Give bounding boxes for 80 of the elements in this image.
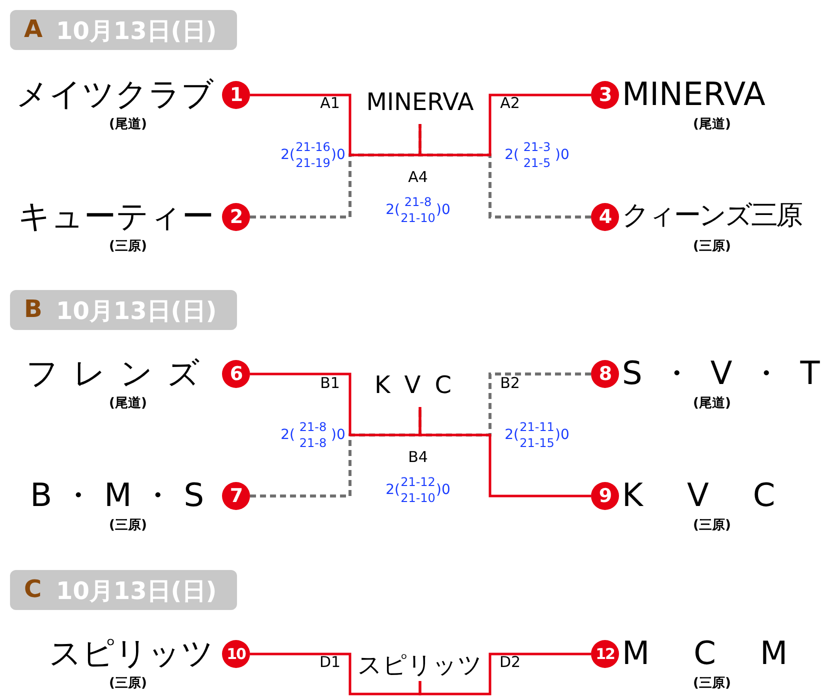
seed-number-badge: 6 bbox=[222, 360, 250, 388]
winner-name: MINERVA bbox=[366, 88, 474, 116]
bracket-line bbox=[250, 94, 422, 156]
score-text: )0 bbox=[331, 426, 346, 444]
score-text: 21-3 bbox=[523, 140, 551, 154]
location-label: (三原) bbox=[109, 675, 147, 692]
seed-number-badge: 10 bbox=[222, 640, 250, 668]
location-label: (三原) bbox=[693, 238, 731, 255]
section-letter: B bbox=[24, 295, 42, 323]
location-label: (尾道) bbox=[693, 395, 731, 412]
seed-number-badge: 12 bbox=[591, 640, 619, 668]
seed-number-badge: 1 bbox=[222, 81, 250, 109]
score-text: 2( bbox=[386, 481, 400, 499]
location-label: (三原) bbox=[693, 517, 731, 534]
bracket-line bbox=[418, 124, 591, 218]
score-text: 21-10 bbox=[400, 491, 436, 505]
section-header bbox=[10, 290, 237, 330]
bracket-line bbox=[418, 407, 591, 498]
score-text: 21-16 bbox=[296, 140, 330, 154]
section-letter: C bbox=[24, 575, 42, 603]
team-name: B・M・S bbox=[30, 475, 214, 515]
bracket-line bbox=[250, 652, 422, 696]
score-text: 2( bbox=[504, 146, 519, 164]
location-label: (尾道) bbox=[693, 116, 731, 133]
score-text: 2( bbox=[386, 201, 400, 219]
bracket-line bbox=[418, 94, 591, 156]
seed-number-badge: 2 bbox=[222, 203, 250, 231]
match-code: B1 bbox=[320, 374, 340, 392]
score-text: 2( bbox=[504, 426, 519, 444]
score-text: )0 bbox=[436, 201, 450, 219]
score-text: )0 bbox=[436, 481, 450, 499]
team-name: キューティー bbox=[18, 196, 214, 236]
match-code: A4 bbox=[408, 168, 428, 186]
location-label: (三原) bbox=[693, 675, 731, 692]
section-letter: A bbox=[24, 15, 43, 43]
section-header bbox=[10, 570, 237, 610]
bracket-line bbox=[250, 372, 422, 436]
match-code: A1 bbox=[320, 94, 340, 112]
winner-name: KVC bbox=[374, 371, 466, 399]
score-text: 21-10 bbox=[400, 211, 436, 225]
location-label: (三原) bbox=[109, 517, 147, 534]
team-name: メイツクラブ bbox=[16, 74, 214, 114]
team-name: S・V・T bbox=[622, 353, 838, 393]
match-code: A2 bbox=[500, 94, 520, 112]
team-name: MINERVA bbox=[622, 74, 766, 114]
match-code: D1 bbox=[319, 653, 341, 671]
score-text: 2( bbox=[280, 146, 295, 164]
team-name: クィーンズ三原 bbox=[622, 199, 801, 233]
score-text: 21-11 bbox=[520, 420, 554, 434]
score-text: 21-8 bbox=[299, 436, 327, 450]
bracket-line bbox=[418, 652, 591, 696]
team-name: KVC bbox=[622, 475, 820, 515]
seed-number-badge: 3 bbox=[591, 81, 619, 109]
location-label: (三原) bbox=[109, 238, 147, 255]
seed-number-badge: 8 bbox=[591, 360, 619, 388]
seed-number-badge: 9 bbox=[591, 482, 619, 510]
score-text: 21-8 bbox=[299, 420, 327, 434]
section-header bbox=[10, 10, 237, 50]
team-name: MCM bbox=[622, 633, 832, 673]
location-label: (尾道) bbox=[109, 116, 147, 133]
seed-number-badge: 4 bbox=[591, 203, 619, 231]
score-text: )0 bbox=[555, 426, 570, 444]
score-text: 21-19 bbox=[296, 156, 330, 170]
winner-name: スピリッツ bbox=[358, 651, 482, 679]
score-text: 21-12 bbox=[400, 475, 436, 489]
score-text: )0 bbox=[555, 146, 570, 164]
location-label: (尾道) bbox=[109, 395, 147, 412]
score-text: )0 bbox=[331, 146, 346, 164]
score-text: 21-5 bbox=[523, 156, 551, 170]
seed-number-badge: 7 bbox=[222, 482, 250, 510]
match-code: D2 bbox=[499, 653, 521, 671]
team-name: スピリッツ bbox=[49, 633, 214, 673]
score-text: 21-15 bbox=[520, 436, 554, 450]
score-text: 21-8 bbox=[404, 195, 432, 209]
match-code: B4 bbox=[408, 448, 428, 466]
bracket-line bbox=[418, 372, 591, 436]
match-code: B2 bbox=[500, 374, 520, 392]
bracket-line bbox=[250, 407, 422, 498]
team-name: フレンズ bbox=[26, 353, 214, 393]
score-text: 2( bbox=[280, 426, 295, 444]
